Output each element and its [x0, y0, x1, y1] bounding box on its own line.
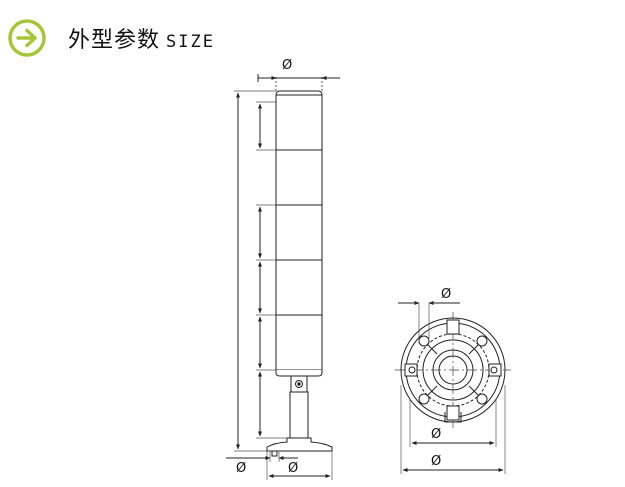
mount-hole — [418, 335, 430, 347]
mount-hole — [476, 335, 488, 347]
overall-height-dimension — [234, 90, 276, 452]
base-plan-view — [395, 312, 511, 428]
arrow-right-circle-icon — [8, 19, 46, 57]
module-1 — [275, 94, 323, 151]
mount-hole — [476, 393, 488, 405]
outer-diameter-label: Ø — [431, 454, 441, 469]
mount-hole — [418, 393, 430, 405]
title-chinese: 外型参数 — [68, 28, 161, 53]
module-4 — [275, 259, 323, 316]
top-diameter-dimension: Ø — [257, 58, 340, 82]
hole-diameter-dimension: Ø — [398, 287, 460, 341]
pole — [289, 391, 309, 439]
bolt-circle-dimension: Ø — [409, 399, 497, 447]
hole-diameter-label: Ø — [441, 287, 451, 302]
module-3 — [275, 204, 323, 261]
bolt-circle-label: Ø — [431, 427, 441, 442]
tower-light-side-view — [266, 76, 333, 457]
base-right-diameter-label: Ø — [288, 461, 298, 476]
base-diameter-dimensions: Ø Ø — [226, 451, 333, 480]
module-2 — [275, 149, 323, 206]
top-diameter-label: Ø — [282, 58, 292, 73]
base-left-diameter-label: Ø — [236, 461, 246, 476]
base-flange — [266, 437, 333, 452]
screw-icon — [295, 380, 303, 388]
module-height-dimensions — [256, 101, 287, 439]
module-5 — [275, 314, 323, 371]
outer-diameter-dimension: Ø — [400, 385, 506, 474]
title-english: SIZE — [166, 32, 215, 52]
